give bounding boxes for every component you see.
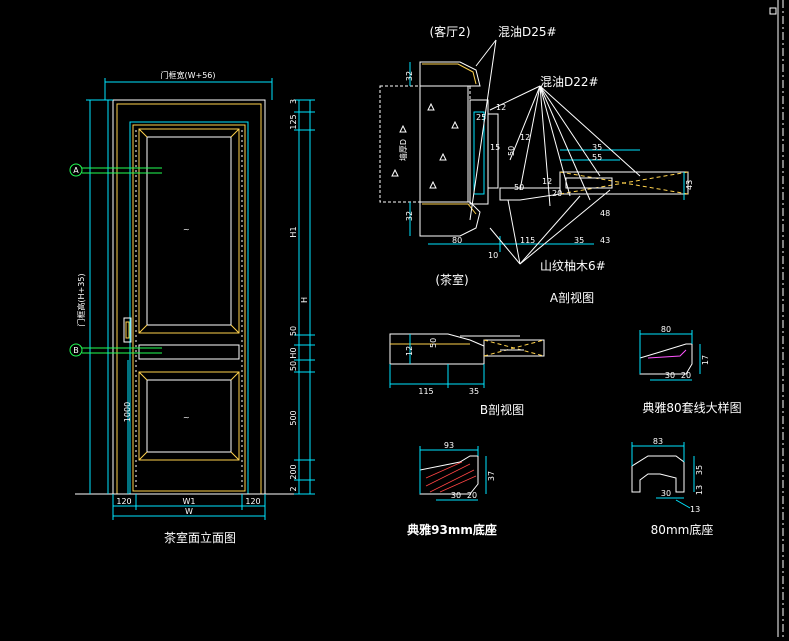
wall-label: 墙厚D xyxy=(398,139,408,161)
side-dim-label: 门框高(H+35) xyxy=(76,273,86,326)
base-93-detail xyxy=(419,446,487,501)
a-dim-8: 55 xyxy=(592,153,602,162)
dim-b3: W xyxy=(185,507,193,516)
door-elevation: ~ ~ xyxy=(75,99,315,495)
base93-dim-2: 30 xyxy=(451,491,461,500)
b-dim-2: 115 xyxy=(418,387,433,396)
note-2-label: 混油D22# xyxy=(540,75,599,89)
base80-dim-4: 13 xyxy=(690,505,700,514)
a-dim-6: 50 xyxy=(507,146,516,156)
dim-r4: 50 xyxy=(289,326,298,336)
a-dim-10: 20 xyxy=(552,189,562,198)
section-a-dimensions: 32 32 12 25 15 12 50 35 55 12 20 50 48 4… xyxy=(405,71,694,260)
base-93-title: 典雅93mm底座 xyxy=(407,522,497,537)
marker-b: B xyxy=(69,343,162,357)
viewport-border xyxy=(769,0,784,637)
a-dim-12: 48 xyxy=(600,209,610,218)
a-dim-18: 43 xyxy=(600,236,610,245)
trim-dim-0: 80 xyxy=(661,325,671,334)
a-dim-13: 43 xyxy=(685,180,694,190)
dim-r0: 3 xyxy=(289,99,298,104)
dim-b2: 120 xyxy=(245,497,260,506)
base80-dim-3: 13 xyxy=(695,485,704,495)
marker-a: A xyxy=(69,163,162,177)
trim-dim-2: 30 xyxy=(665,371,675,380)
top-dim-label: 门框宽(W+56) xyxy=(160,70,215,80)
room-top-label: (客厅2) xyxy=(430,24,471,39)
dim-b0: 120 xyxy=(116,497,131,506)
b-dim-0: 12 xyxy=(405,346,414,356)
a-dim-7: 35 xyxy=(592,143,602,152)
dim-r1: 125 xyxy=(289,114,298,129)
svg-text:~: ~ xyxy=(183,225,190,234)
base93-dim-1: 37 xyxy=(487,471,496,481)
base-80-title: 80mm底座 xyxy=(651,522,714,537)
b-dim-3: 35 xyxy=(469,387,479,396)
a-dim-5: 12 xyxy=(520,133,530,142)
a-dim-4: 15 xyxy=(490,143,500,152)
base-80-detail xyxy=(631,442,695,509)
dim-b1: W1 xyxy=(183,497,196,506)
dim-r9: 2 xyxy=(289,486,298,491)
marker-b-label: B xyxy=(73,346,79,355)
a-dim-11: 50 xyxy=(514,183,524,192)
a-dim-16: 115 xyxy=(520,236,535,245)
trim-80-title: 典雅80套线大样图 xyxy=(642,400,741,415)
section-b-drawing xyxy=(389,333,545,388)
dim-r5: H0 xyxy=(289,347,298,358)
elevation-dimensions: 门框宽(W+56) 门框高(H+35) 1000 3 125 H1 H 50 H… xyxy=(76,70,315,520)
base93-dim-0: 93 xyxy=(444,441,454,450)
note-3-label: 山纹柚木6# xyxy=(540,258,606,273)
a-dim-0: 32 xyxy=(405,71,414,81)
svg-text:~: ~ xyxy=(183,413,190,422)
trim-dim-3: 20 xyxy=(681,371,691,380)
dim-1000-label: 1000 xyxy=(123,402,132,422)
dim-r3: H xyxy=(300,297,309,303)
a-dim-9: 12 xyxy=(542,177,552,186)
section-a-title: A剖视图 xyxy=(550,290,594,305)
a-dim-17: 35 xyxy=(574,236,584,245)
a-dim-14: 80 xyxy=(452,236,462,245)
dim-r2: H1 xyxy=(289,226,298,237)
section-a-drawing: 墙厚D xyxy=(379,39,689,265)
elevation-title: 茶室面立面图 xyxy=(164,530,236,545)
dim-r6: 50 xyxy=(289,361,298,371)
base80-dim-1: 35 xyxy=(695,465,704,475)
b-dim-1: 50 xyxy=(429,338,438,348)
a-dim-2: 12 xyxy=(496,103,506,112)
base80-dim-0: 83 xyxy=(653,437,663,446)
a-dim-15: 10 xyxy=(488,251,498,260)
dim-r7: 500 xyxy=(289,410,298,425)
base93-dim-3: 20 xyxy=(467,491,477,500)
room-bottom-label: (茶室) xyxy=(435,272,468,287)
trim-80-detail xyxy=(639,330,701,381)
note-1-label: 混油D25# xyxy=(498,25,557,39)
a-dim-3: 25 xyxy=(476,113,486,122)
a-dim-1: 32 xyxy=(405,211,414,221)
base80-dim-2: 30 xyxy=(661,489,671,498)
section-b-title: B剖视图 xyxy=(480,402,524,417)
dim-r8: 200 xyxy=(289,464,298,479)
trim-dim-1: 17 xyxy=(701,355,710,365)
marker-a-label: A xyxy=(73,166,79,175)
